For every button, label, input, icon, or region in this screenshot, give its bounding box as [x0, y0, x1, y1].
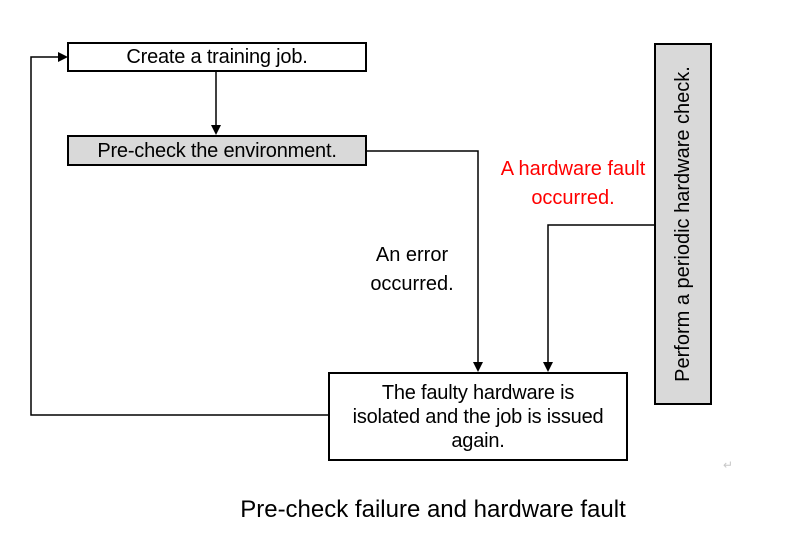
arrow-periodic-to-isolate	[543, 224, 654, 372]
hardware-fault-label: A hardware fault occurred.	[500, 158, 646, 209]
periodic-hardware-check-node: Perform a periodic hardware check.	[654, 43, 712, 405]
arrow-precheck-to-isolate	[367, 150, 483, 372]
periodic-hardware-check-label: Perform a periodic hardware check.	[672, 66, 694, 382]
create-training-job-label: Create a training job.	[126, 46, 308, 68]
return-mark-icon: ↵	[723, 458, 734, 472]
diagram-caption: Pre-check failure and hardware fault	[240, 496, 626, 523]
arrow-isolate-to-create	[30, 52, 328, 416]
precheck-environment-label: Pre-check the environment.	[97, 139, 337, 162]
create-training-job-node: Create a training job.	[67, 42, 367, 72]
isolate-reissue-label: The faulty hardware is isolated and the …	[352, 381, 604, 452]
precheck-environment-node: Pre-check the environment.	[67, 135, 367, 166]
error-occurred-label: An error occurred.	[370, 244, 454, 295]
isolate-reissue-node: The faulty hardware is isolated and the …	[328, 372, 628, 461]
